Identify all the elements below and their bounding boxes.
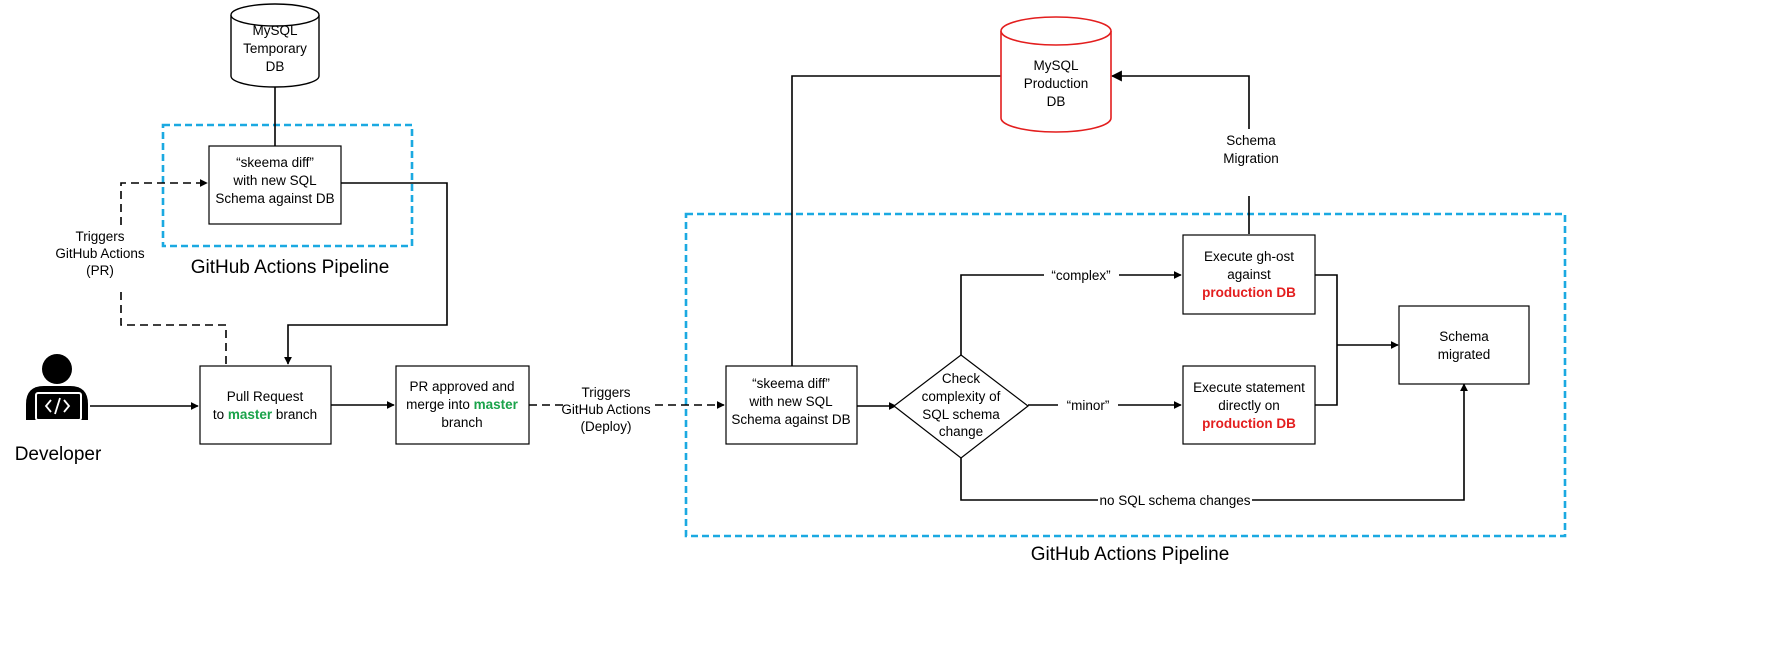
complexity-decision-node: Check complexity of SQL schema change: [893, 354, 1029, 459]
exec-direct-line3: production DB: [1202, 416, 1296, 431]
triggers-deploy-label: Triggers GitHub Actions (Deploy): [561, 385, 651, 434]
minor-label: “minor”: [1067, 398, 1110, 413]
triggers-deploy-line1: Triggers: [581, 385, 630, 400]
pr-approved-master: master: [474, 397, 519, 412]
pr-approved-line2: merge into master: [406, 397, 519, 412]
gh-ost-line1: Execute gh-ost: [1204, 249, 1294, 264]
edge-skeema-to-proddb: [791, 75, 1001, 366]
edge-nochange-right: [1252, 383, 1468, 501]
pull-request-line1: Pull Request: [227, 389, 304, 404]
pr-pipeline-frame: [161, 123, 414, 248]
prod-db-line2: Production: [1024, 76, 1089, 91]
pr-approved-node: PR approved and merge into master branch: [395, 365, 530, 445]
pr-pipeline-label: GitHub Actions Pipeline: [191, 257, 390, 278]
deploy-pipeline-frame: [684, 212, 1567, 538]
edge-triggers-pr-upper: [120, 179, 208, 225]
pull-request-master: master: [228, 407, 273, 422]
pull-request-node: Pull Request to master branch: [199, 365, 332, 445]
decision-line3: SQL schema: [922, 407, 1000, 422]
no-changes-label: no SQL schema changes: [1099, 493, 1250, 508]
decision-line1: Check: [942, 371, 981, 386]
exec-direct-line2: directly on: [1218, 398, 1280, 413]
edge-merge-bracket: [1315, 274, 1338, 406]
pr-approved-line1: PR approved and: [409, 379, 514, 394]
triggers-pr-line1: Triggers: [75, 229, 124, 244]
skeema-diff-pr-node: “skeema diff” with new SQL Schema agains…: [208, 145, 342, 225]
schema-migration-line1: Schema: [1226, 133, 1276, 148]
deploy-pipeline-label: GitHub Actions Pipeline: [1031, 544, 1230, 565]
skeema-deploy-line1: “skeema diff”: [752, 376, 830, 391]
temp-db-line1: MySQL: [252, 23, 298, 38]
prod-db-line1: MySQL: [1033, 58, 1079, 73]
decision-line2: complexity of: [922, 389, 1001, 404]
gh-ost-line2: against: [1227, 267, 1271, 282]
production-db: MySQL Production DB: [1000, 16, 1112, 133]
gh-ost-node: Execute gh-ost against production DB: [1182, 234, 1316, 315]
schema-migrated-node: Schema migrated: [1398, 305, 1530, 385]
skeema-pr-line3: Schema against DB: [215, 191, 334, 206]
edge-triggers-pr-lower: [120, 292, 227, 364]
exec-direct-line1: Execute statement: [1193, 380, 1305, 395]
skeema-deploy-line2: with new SQL: [748, 394, 833, 409]
temp-db-line2: Temporary: [243, 41, 307, 56]
temp-db-line3: DB: [266, 59, 285, 74]
developer-laptop-icon: [26, 354, 88, 421]
skeema-diff-deploy-node: “skeema diff” with new SQL Schema agains…: [725, 365, 858, 445]
edge-nochange-left: [960, 458, 1098, 501]
edge-complex-left: [960, 274, 1044, 355]
pull-request-branch: branch: [272, 407, 317, 422]
triggers-pr-line3: (PR): [86, 263, 114, 278]
pr-approved-merge: merge into: [406, 397, 474, 412]
decision-line4: change: [939, 424, 983, 439]
edge-skeema-to-pr: [284, 182, 448, 365]
pull-request-to: to: [213, 407, 228, 422]
migrated-line2: migrated: [1438, 347, 1491, 362]
triggers-deploy-line3: (Deploy): [580, 419, 631, 434]
skeema-deploy-line3: Schema against DB: [731, 412, 850, 427]
schema-migration-label: Schema Migration: [1223, 133, 1279, 166]
gh-ost-line3: production DB: [1202, 285, 1296, 300]
pr-approved-line3: branch: [441, 415, 482, 430]
pull-request-line2: to master branch: [213, 407, 317, 422]
triggers-pr-line2: GitHub Actions: [55, 246, 145, 261]
triggers-pr-label: Triggers GitHub Actions (PR): [55, 229, 145, 278]
triggers-deploy-line2: GitHub Actions: [561, 402, 651, 417]
temporary-db: MySQL Temporary DB: [230, 3, 320, 88]
migrated-line1: Schema: [1439, 329, 1489, 344]
edge-migration-upper: [1110, 70, 1250, 129]
skeema-pr-line1: “skeema diff”: [236, 155, 314, 170]
developer-label: Developer: [15, 444, 102, 465]
complex-label: “complex”: [1051, 268, 1110, 283]
skeema-pr-line2: with new SQL: [232, 173, 317, 188]
schema-migration-line2: Migration: [1223, 151, 1279, 166]
prod-db-line3: DB: [1047, 94, 1066, 109]
exec-direct-node: Execute statement directly on production…: [1182, 365, 1316, 445]
